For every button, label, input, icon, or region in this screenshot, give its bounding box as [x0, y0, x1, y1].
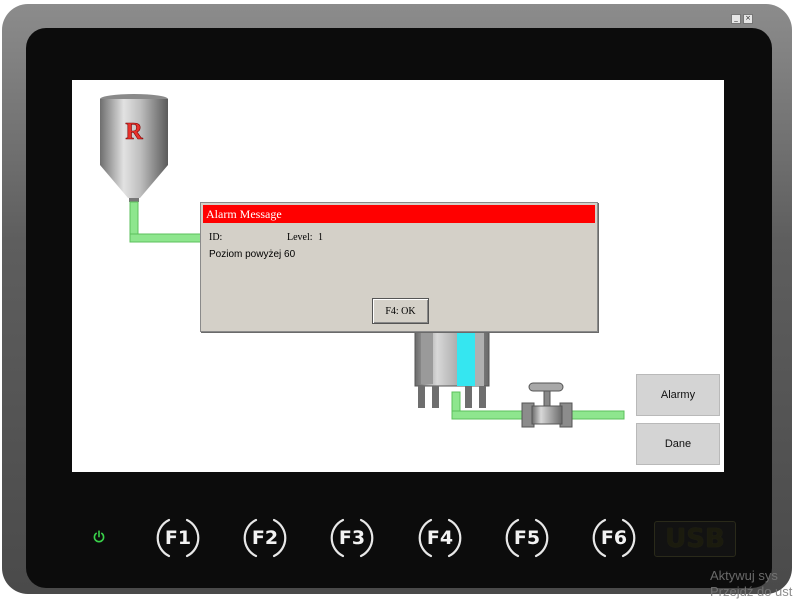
outlet-valve[interactable]: [521, 382, 573, 428]
hmi-screen: R Alarmy: [72, 80, 724, 472]
key-ring-icon: [243, 518, 287, 558]
close-icon[interactable]: ×: [743, 14, 753, 24]
hopper-logo: R: [125, 119, 143, 145]
window-controls: _ ×: [731, 14, 753, 24]
feed-pipe: [129, 201, 203, 243]
alarm-level-value: 1: [318, 232, 323, 243]
function-key-f2[interactable]: F2: [241, 514, 289, 562]
key-ring-icon: [156, 518, 200, 558]
alarm-message: Poziom powyżej 60: [209, 249, 296, 260]
function-key-f1[interactable]: F1: [154, 514, 202, 562]
tank-level-indicator: [457, 332, 475, 386]
function-key-f3[interactable]: F3: [328, 514, 376, 562]
function-key-label: F2: [251, 527, 279, 549]
alarms-button[interactable]: Alarmy: [636, 374, 720, 416]
function-key-f5[interactable]: F5: [503, 514, 551, 562]
hopper-silo: [100, 94, 168, 202]
function-key-label: F4: [426, 527, 454, 549]
watermark-line: Aktywuj sys: [710, 568, 778, 583]
power-icon: [93, 530, 105, 543]
key-ring-icon: [330, 518, 374, 558]
function-key-label: F5: [513, 527, 541, 549]
watermark-line: Przejdź do ust: [710, 584, 793, 599]
data-button[interactable]: Dane: [636, 423, 720, 465]
key-ring-icon: [418, 518, 462, 558]
function-key-label: F3: [338, 527, 366, 549]
alarm-level-label: Level:: [287, 232, 313, 243]
reactor-tank: [414, 327, 490, 408]
minimize-icon[interactable]: _: [731, 14, 741, 24]
key-ring-icon: [592, 518, 636, 558]
function-key-label: F6: [600, 527, 628, 549]
key-ring-icon: [505, 518, 549, 558]
activation-watermark: Aktywuj sys Przejdź do ust: [710, 568, 800, 600]
function-key-f6[interactable]: F6: [590, 514, 638, 562]
alarm-id-label: ID:: [209, 232, 223, 243]
process-scene: R: [100, 94, 625, 428]
function-key-label: F1: [164, 527, 192, 549]
alarm-dialog-title: Alarm Message: [203, 205, 595, 223]
function-key-f4[interactable]: F4: [416, 514, 464, 562]
alarm-dialog: Alarm Message ID: Level: 1 Poziom powyże…: [200, 202, 598, 332]
usb-port-label: USB: [654, 521, 736, 557]
alarm-ok-button[interactable]: F4: OK: [372, 298, 429, 324]
